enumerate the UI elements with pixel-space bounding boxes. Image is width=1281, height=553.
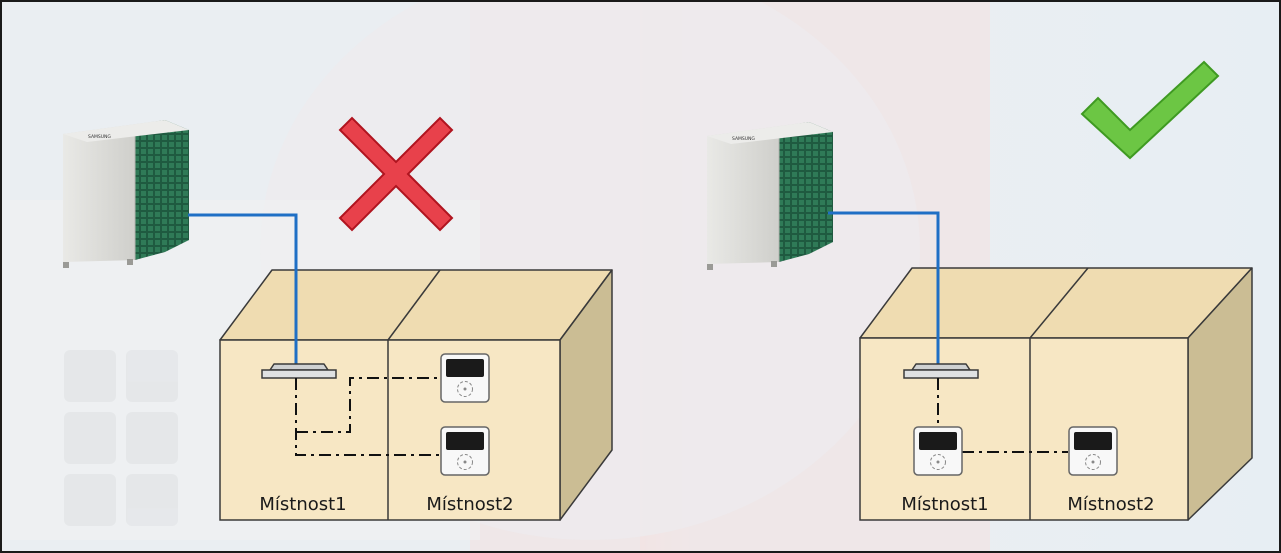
outdoor-unit-brand: SAMSUNG: [732, 136, 755, 142]
room-label-2: Místnost2: [426, 494, 513, 515]
indoor-unit-icon: [903, 363, 979, 379]
control-wiring: [937, 378, 1068, 453]
outdoor-unit-brand: SAMSUNG: [88, 134, 111, 140]
indoor-unit-icon: [261, 363, 337, 379]
room-label-2: Místnost2: [1067, 494, 1154, 515]
refrigerant-pipe: [828, 211, 940, 364]
building-box: [219, 269, 613, 521]
background-watermark-grid: [64, 350, 178, 526]
controller-icon: [913, 426, 963, 476]
room-divider-top: [387, 269, 441, 341]
building-box: [859, 267, 1253, 521]
room-divider-top: [1029, 267, 1089, 339]
room-label-1: Místnost1: [259, 494, 346, 515]
diagram-correct: SAMSUNG Místnost1 Místnost2: [706, 60, 1253, 521]
diagram-incorrect: SAMSUNG Místnost1 Místnost2: [62, 116, 613, 521]
control-wiring: [295, 377, 440, 456]
refrigerant-pipe: [188, 213, 298, 364]
controller-icon: [1068, 426, 1118, 476]
room-label-1: Místnost1: [901, 494, 988, 515]
outdoor-unit-icon: [62, 119, 190, 269]
box-front: [219, 339, 561, 521]
cross-icon: [338, 116, 454, 232]
checkmark-icon: [1080, 60, 1220, 160]
outdoor-unit-icon: [706, 121, 834, 271]
controller-icon: [440, 426, 490, 476]
box-front: [859, 337, 1189, 521]
controller-icon: [440, 353, 490, 403]
box-top: [219, 269, 613, 341]
box-top: [859, 267, 1253, 339]
